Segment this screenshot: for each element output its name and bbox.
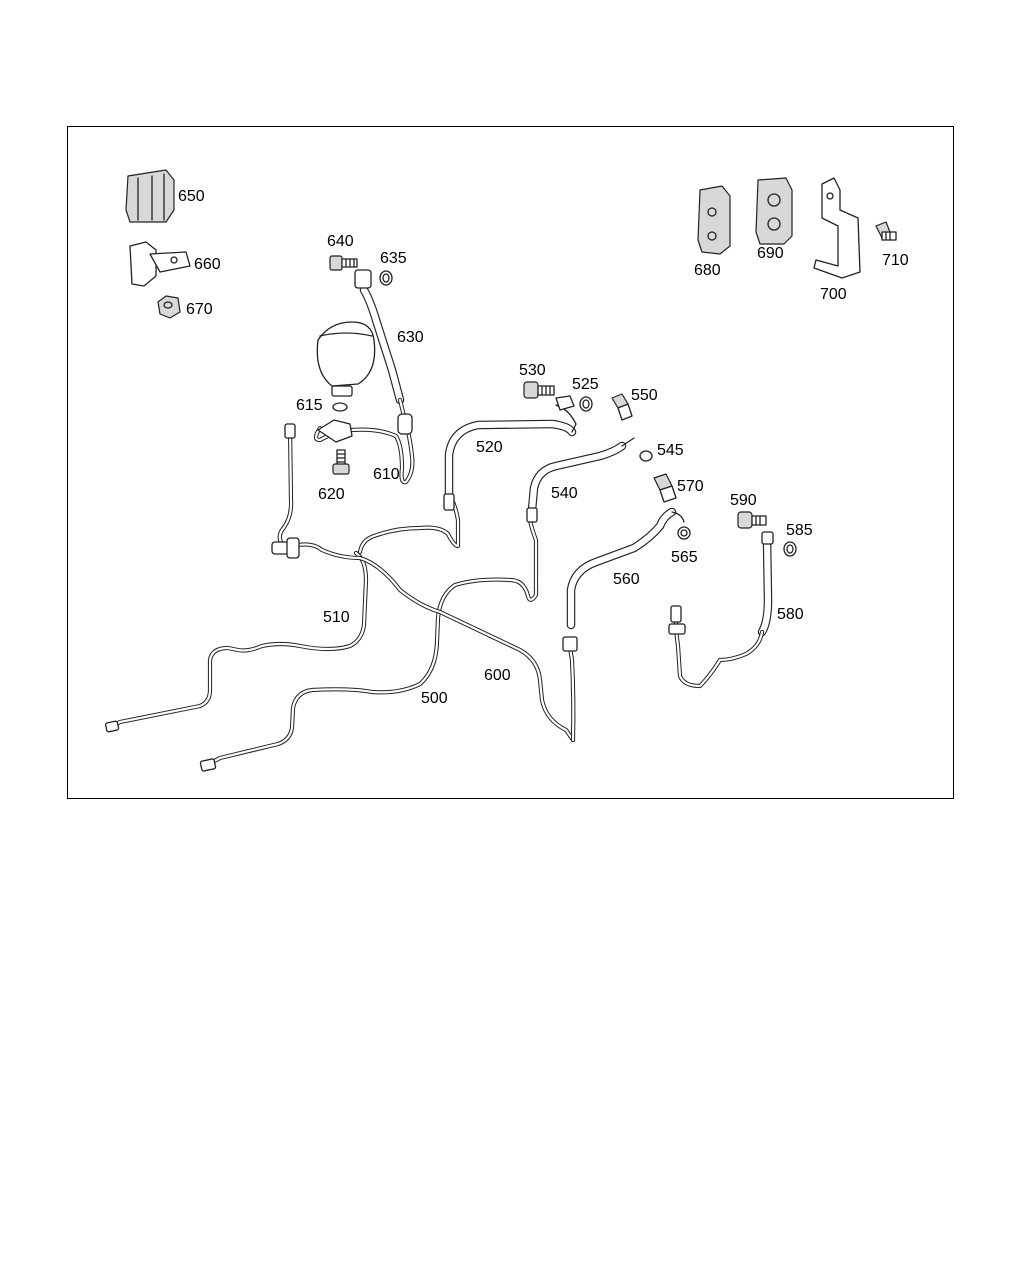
label-700: 700 (820, 286, 847, 303)
label-635: 635 (380, 250, 407, 267)
bolt-550 (611, 393, 633, 421)
label-565: 565 (671, 549, 698, 566)
line-cross (357, 497, 461, 555)
line-510 (107, 550, 369, 731)
hose-560 (566, 507, 685, 630)
label-545: 545 (657, 442, 684, 459)
hose-630 (354, 269, 405, 405)
diagram-frame (67, 126, 954, 799)
washer-585 (783, 541, 797, 557)
label-610: 610 (373, 466, 400, 483)
bracket-660 (129, 241, 191, 287)
bracket-700 (813, 177, 861, 279)
line-610 (313, 397, 415, 485)
bolt-620 (332, 449, 350, 475)
label-510: 510 (323, 609, 350, 626)
label-600: 600 (484, 667, 511, 684)
nut-670 (157, 295, 181, 319)
label-710: 710 (882, 252, 909, 269)
label-580: 580 (777, 606, 804, 623)
washer-615 (332, 402, 348, 412)
washer-565 (677, 526, 691, 540)
tee-fitting (271, 537, 300, 559)
label-540: 540 (551, 485, 578, 502)
connector-600-top (284, 423, 296, 439)
line-500 (202, 517, 539, 769)
label-560: 560 (613, 571, 640, 588)
label-500: 500 (421, 690, 448, 707)
washer-635 (379, 270, 393, 286)
label-640: 640 (327, 233, 354, 250)
damper-650 (125, 169, 175, 223)
bolt-570 (653, 473, 677, 503)
label-590: 590 (730, 492, 757, 509)
accumulator-sphere (316, 321, 376, 397)
connector-600-right (562, 636, 578, 652)
damper-690 (755, 177, 793, 245)
label-520: 520 (476, 439, 503, 456)
label-630: 630 (397, 329, 424, 346)
label-660: 660 (194, 256, 221, 273)
part-labels: 650 660 670 640 635 630 615 620 610 530 … (178, 188, 909, 707)
label-585: 585 (786, 522, 813, 539)
label-670: 670 (186, 301, 213, 318)
washer-525 (579, 396, 593, 412)
bolt-710 (875, 221, 897, 241)
label-550: 550 (631, 387, 658, 404)
hose-540 (526, 437, 635, 523)
banjo-525 (555, 395, 575, 411)
label-650: 650 (178, 188, 205, 205)
washer-545 (639, 450, 653, 462)
label-530: 530 (519, 362, 546, 379)
line-600 (277, 425, 576, 743)
label-525: 525 (572, 376, 599, 393)
label-680: 680 (694, 262, 721, 279)
label-620: 620 (318, 486, 345, 503)
label-570: 570 (677, 478, 704, 495)
label-690: 690 (757, 245, 784, 262)
bolt-530 (523, 381, 555, 399)
connector-500-end (199, 758, 217, 772)
bolt-640 (329, 255, 358, 271)
bolt-590 (737, 511, 767, 529)
damper-680 (697, 185, 731, 255)
connector-510-end (105, 720, 120, 733)
label-615: 615 (296, 397, 323, 414)
hose-580 (668, 531, 774, 689)
